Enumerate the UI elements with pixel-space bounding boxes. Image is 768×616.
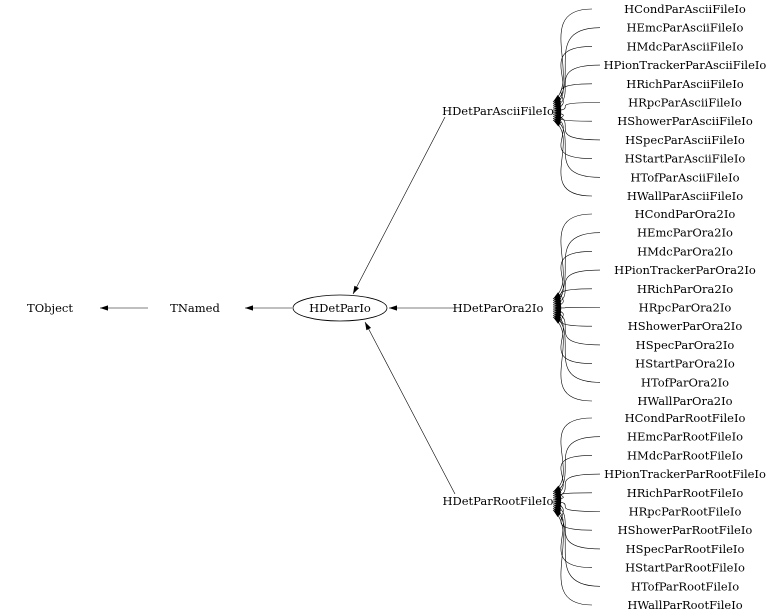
node-hdetpario-ellipse	[292, 294, 388, 322]
edge-hwall-par-ascii-file-io-to-hdet-par-ascii-file-io-arrowhead	[553, 120, 562, 127]
node-hdet-par-root-file-io[interactable]: HDetParRootFileIo	[443, 494, 554, 508]
node-hspec-par-ascii-file-io[interactable]: HSpecParAsciiFileIo	[625, 133, 745, 147]
node-hdet-par-ascii-file-io[interactable]: HDetParAsciiFileIo	[442, 104, 554, 118]
edge-hcond-par-root-file-io-to-hdet-par-root-file-io	[552, 417, 593, 493]
node-hemc-par-ascii-file-io[interactable]: HEmcParAsciiFileIo	[627, 21, 744, 35]
node-hpion-tracker-par-root-file-io[interactable]: HPionTrackerParRootFileIo	[604, 467, 766, 481]
subclass-groups: HDetParAsciiFileIo HCondParAsciiFileIoHEm…	[442, 2, 766, 612]
node-hstart-par-ascii-file-io[interactable]: HStartParAsciiFileIo	[625, 152, 746, 166]
edge-hdet-par-root-file-io-to-hdetpario-arrowhead	[365, 322, 372, 331]
node-hwall-par-ora2-io[interactable]: HWallParOra2Io	[637, 394, 732, 408]
edge-hdet-par-ascii-file-io-to-hdetpario-arrowhead	[353, 285, 359, 294]
node-hrich-par-root-file-io[interactable]: HRichParRootFileIo	[627, 486, 744, 500]
node-hwall-par-root-file-io[interactable]: HWallParRootFileIo	[627, 598, 742, 612]
edge-hmdc-par-ora2-io-to-hdet-par-ora2-io	[552, 251, 593, 303]
node-hmdc-par-root-file-io[interactable]: HMdcParRootFileIo	[627, 448, 743, 462]
edge-htof-par-ora2-io-to-hdet-par-ora2-io	[552, 314, 601, 383]
edge-hdet-par-ora2-io-to-hdetpario-arrowhead	[389, 305, 397, 311]
edge-htof-par-ascii-file-io-to-hdet-par-ascii-file-io	[552, 117, 601, 178]
inheritance-edges	[100, 8, 601, 606]
node-hcond-par-root-file-io[interactable]: HCondParRootFileIo	[625, 411, 746, 425]
edge-hdetpario-to-tnamed-arrowhead	[245, 305, 253, 311]
edge-hcond-par-ascii-file-io-to-hdet-par-ascii-file-io	[552, 8, 593, 103]
node-hemc-par-root-file-io[interactable]: HEmcParRootFileIo	[627, 430, 743, 444]
node-hspec-par-root-file-io[interactable]: HSpecParRootFileIo	[626, 542, 745, 556]
node-hcond-par-ascii-file-io[interactable]: HCondParAsciiFileIo	[624, 2, 746, 16]
node-hpion-tracker-par-ascii-file-io[interactable]: HPionTrackerParAsciiFileIo	[604, 58, 767, 72]
node-hstart-par-ora2-io[interactable]: HStartParOra2Io	[635, 357, 735, 371]
node-hmdc-par-ascii-file-io[interactable]: HMdcParAsciiFileIo	[627, 39, 744, 53]
node-hrpc-par-ascii-file-io[interactable]: HRpcParAsciiFileIo	[628, 96, 742, 110]
node-hemc-par-ora2-io[interactable]: HEmcParOra2Io	[637, 226, 733, 240]
node-hdet-par-ora2-io[interactable]: HDetParOra2Io	[453, 301, 544, 315]
node-hrich-par-ascii-file-io[interactable]: HRichParAsciiFileIo	[626, 77, 743, 91]
edge-hcond-par-ora2-io-to-hdet-par-ora2-io-arrowhead	[553, 292, 562, 299]
edge-hemc-par-ora2-io-to-hdet-par-ora2-io	[552, 232, 601, 302]
node-hcond-par-ora2-io[interactable]: HCondParOra2Io	[635, 207, 736, 221]
edge-hcond-par-ora2-io-to-hdet-par-ora2-io	[552, 213, 593, 300]
edge-hwall-par-ora2-io-to-hdet-par-ora2-io	[552, 316, 593, 402]
node-hstart-par-root-file-io[interactable]: HStartParRootFileIo	[625, 561, 745, 575]
node-hwall-par-ascii-file-io[interactable]: HWallParAsciiFileIo	[627, 189, 743, 203]
edge-hmdc-par-ascii-file-io-to-hdet-par-ascii-file-io	[552, 46, 593, 106]
node-hshower-par-ora2-io[interactable]: HShowerParOra2Io	[628, 319, 743, 333]
edge-hemc-par-ascii-file-io-to-hdet-par-ascii-file-io	[552, 27, 601, 105]
edge-tnamed-to-tobject-arrowhead	[100, 305, 108, 311]
edge-hwall-par-root-file-io-to-hdet-par-root-file-io	[552, 509, 593, 606]
edge-hspec-par-root-file-io-to-hdet-par-root-file-io	[552, 504, 601, 550]
node-hshower-par-root-file-io[interactable]: HShowerParRootFileIo	[618, 523, 753, 537]
edge-hstart-par-root-file-io-to-hdet-par-root-file-io	[552, 506, 593, 568]
edge-hwall-par-root-file-io-to-hdet-par-root-file-io-arrowhead	[553, 510, 561, 518]
node-hrpc-par-ora2-io[interactable]: HRpcParOra2Io	[639, 301, 732, 315]
node-tobject[interactable]: TObject	[27, 301, 73, 315]
node-hrich-par-ora2-io[interactable]: HRichParOra2Io	[637, 282, 733, 296]
edge-hdet-par-root-file-io-to-hdetpario	[364, 321, 456, 495]
node-hrpc-par-root-file-io[interactable]: HRpcParRootFileIo	[629, 505, 742, 519]
node-hdetpario[interactable]: HDetParIo	[309, 301, 371, 315]
node-htof-par-root-file-io[interactable]: HTofParRootFileIo	[631, 579, 739, 593]
node-hpion-tracker-par-ora2-io[interactable]: HPionTrackerParOra2Io	[614, 263, 756, 277]
node-tnamed[interactable]: TNamed	[170, 301, 220, 315]
edge-hcond-par-ascii-file-io-to-hdet-par-ascii-file-io-arrowhead	[553, 95, 561, 102]
node-htof-par-ascii-file-io[interactable]: HTofParAsciiFileIo	[630, 170, 739, 184]
edge-htof-par-root-file-io-to-hdet-par-root-file-io	[552, 507, 601, 587]
node-hmdc-par-ora2-io[interactable]: HMdcParOra2Io	[637, 244, 733, 258]
edge-hwall-par-ascii-file-io-to-hdet-par-ascii-file-io	[552, 119, 593, 197]
edge-hpion-tracker-par-ascii-file-io-to-hdet-par-ascii-file-io	[552, 64, 601, 108]
node-hshower-par-ascii-file-io[interactable]: HShowerParAsciiFileIo	[617, 114, 753, 128]
edge-hwall-par-ora2-io-to-hdet-par-ora2-io-arrowhead	[553, 317, 562, 324]
node-htof-par-ora2-io[interactable]: HTofParOra2Io	[641, 375, 729, 389]
edge-hmdc-par-root-file-io-to-hdet-par-root-file-io	[552, 455, 593, 496]
edge-hdet-par-ascii-file-io-to-hdetpario	[352, 116, 446, 295]
node-hspec-par-ora2-io[interactable]: HSpecParOra2Io	[636, 338, 735, 352]
